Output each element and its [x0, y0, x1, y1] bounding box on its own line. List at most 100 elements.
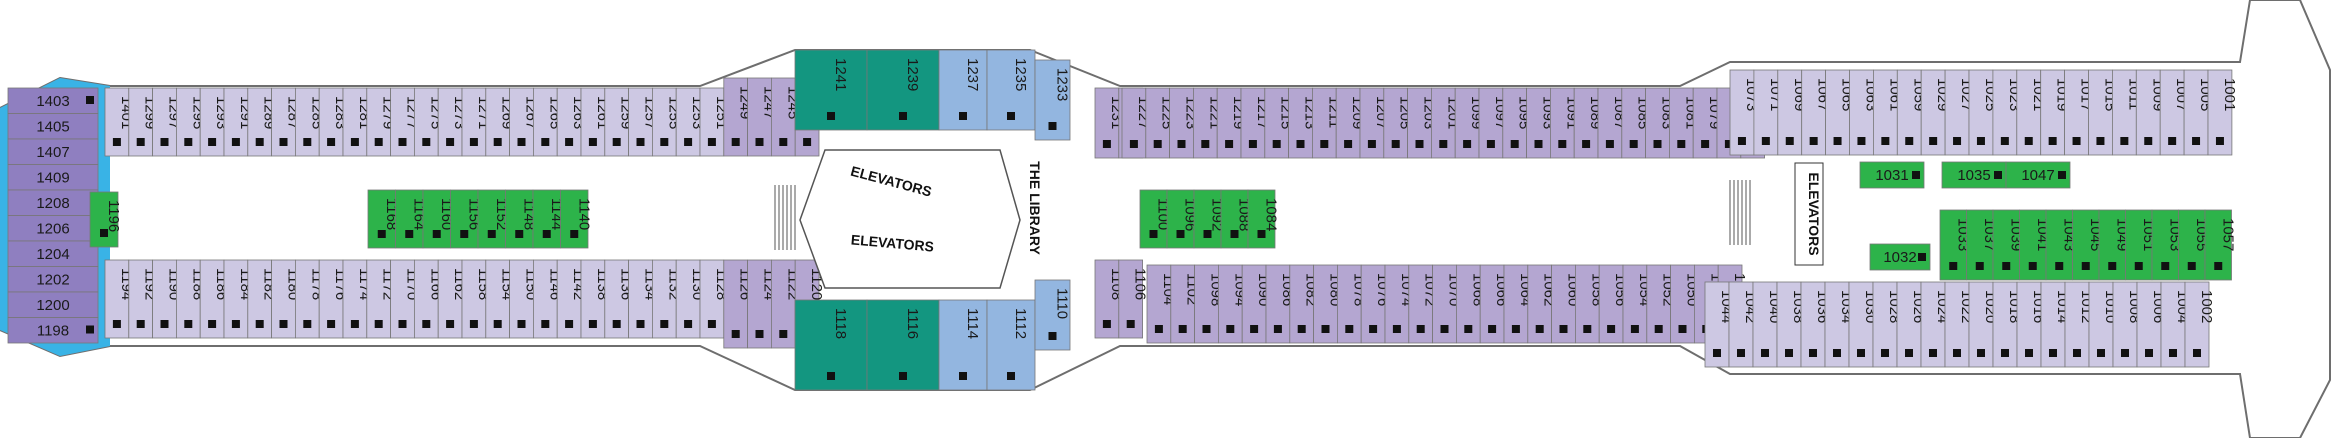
- balcony-marker: [1345, 325, 1354, 333]
- cabin-1148[interactable]: 1148: [505, 189, 538, 249]
- cabin-1156[interactable]: 1156: [450, 189, 483, 249]
- cabin-1200[interactable]: 1200: [7, 291, 99, 318]
- balcony-marker: [1415, 140, 1424, 148]
- cabin-1168[interactable]: 1168: [367, 189, 400, 249]
- cabin-fill: [7, 138, 99, 165]
- cabin-1057[interactable]: 1057: [2204, 209, 2236, 281]
- cabin-1122[interactable]: 1122: [771, 259, 801, 349]
- cabin-1112[interactable]: 1112: [986, 299, 1036, 391]
- cabin-1409[interactable]: 1409: [7, 164, 99, 191]
- balcony-marker: [1535, 325, 1544, 333]
- balcony-marker: [1761, 349, 1769, 357]
- balcony-marker: [1225, 140, 1234, 148]
- balcony-marker: [2002, 262, 2011, 270]
- balcony-marker: [636, 320, 645, 328]
- cabin-1176[interactable]: 1176: [318, 259, 349, 339]
- cabin-1032[interactable]: 1032: [1869, 243, 1931, 271]
- cabin-1178[interactable]: 1178: [294, 259, 325, 339]
- balcony-marker: [208, 138, 217, 146]
- cabin-1114[interactable]: 1114: [938, 299, 988, 391]
- cabin-number: 1206: [36, 220, 69, 237]
- cabin-1203[interactable]: 1203: [1407, 87, 1438, 159]
- balcony-marker: [1737, 137, 1746, 145]
- cabin-1237[interactable]: 1237: [938, 49, 988, 131]
- balcony-marker: [755, 330, 764, 338]
- cabin-1192[interactable]: 1192: [128, 259, 159, 339]
- cabin-1140[interactable]: 1140: [560, 189, 593, 249]
- balcony-marker: [374, 138, 383, 146]
- balcony-marker: [517, 320, 526, 328]
- cabin-1004[interactable]: 1004: [2160, 281, 2191, 368]
- cabin-1084[interactable]: 1084: [1247, 189, 1280, 249]
- cabin-1033[interactable]: 1033: [1939, 209, 1971, 281]
- cabin-1031[interactable]: 1031: [1859, 161, 1925, 189]
- cabin-1118[interactable]: 1118: [794, 299, 868, 391]
- balcony-marker: [1272, 140, 1281, 148]
- balcony-marker: [1048, 122, 1057, 130]
- cabin-1204[interactable]: 1204: [7, 240, 99, 267]
- balcony-marker: [1653, 140, 1662, 148]
- cabin-1116[interactable]: 1116: [866, 299, 940, 391]
- cabin-1206[interactable]: 1206: [7, 215, 99, 242]
- cabin-1010[interactable]: 1010: [2088, 281, 2119, 368]
- cabin-1035[interactable]: 1035: [1941, 161, 2007, 189]
- balcony-marker: [327, 138, 336, 146]
- cabin-1065[interactable]: 1065: [1825, 69, 1856, 156]
- cabin-1006[interactable]: 1006: [2136, 281, 2167, 368]
- cabin-1403[interactable]: 1403: [7, 87, 99, 114]
- balcony-marker: [160, 138, 169, 146]
- balcony-marker: [1226, 325, 1235, 333]
- balcony-marker: [1975, 262, 1984, 270]
- cabin-1160[interactable]: 1160: [422, 189, 455, 249]
- cabin-1164[interactable]: 1164: [395, 189, 428, 249]
- cabin-1208[interactable]: 1208: [7, 189, 99, 216]
- cabin-1233[interactable]: 1233: [1034, 59, 1071, 141]
- cabin-1106[interactable]: 1106: [1118, 259, 1149, 339]
- cabin-1027[interactable]: 1027: [1944, 69, 1975, 156]
- balcony-marker: [2134, 262, 2143, 270]
- cabin-1241[interactable]: 1241: [794, 49, 868, 131]
- cabin-number: 1407: [36, 144, 69, 161]
- balcony-marker: [1724, 140, 1733, 148]
- balcony-marker: [1881, 137, 1890, 145]
- balcony-marker: [1629, 140, 1638, 148]
- cabin-1202[interactable]: 1202: [7, 266, 99, 293]
- cabin-number: 1047: [2021, 167, 2054, 184]
- cabin-fill: [938, 49, 988, 131]
- cabin-1213[interactable]: 1213: [1288, 87, 1319, 159]
- cabin-1144[interactable]: 1144: [532, 189, 565, 249]
- cabin-number: 1405: [36, 118, 69, 135]
- cabin-1016[interactable]: 1016: [2016, 281, 2047, 368]
- cabin-1198[interactable]: 1198: [7, 317, 99, 344]
- cabin-1021[interactable]: 1021: [2016, 69, 2047, 156]
- cabin-fill: [89, 191, 119, 248]
- cabin-1235[interactable]: 1235: [986, 49, 1036, 131]
- cabin-1099[interactable]: 1099: [1454, 87, 1485, 159]
- cabin-1407[interactable]: 1407: [7, 138, 99, 165]
- cabin-1030[interactable]: 1030: [1848, 281, 1879, 368]
- balcony-marker: [1761, 137, 1770, 145]
- cabin-1196[interactable]: 1196: [89, 191, 122, 248]
- cabin-1047[interactable]: 1047: [2005, 161, 2071, 189]
- cabin-1405[interactable]: 1405: [7, 113, 99, 140]
- cabin-fill: [422, 189, 451, 249]
- cabin-1152[interactable]: 1152: [477, 189, 510, 249]
- cabin-1239[interactable]: 1239: [866, 49, 940, 131]
- balcony-marker: [684, 320, 693, 328]
- cabin-1001[interactable]: 1001: [2207, 69, 2238, 156]
- balcony-marker: [422, 320, 431, 328]
- cabin-1002[interactable]: 1002: [2184, 281, 2215, 368]
- cabin-1036[interactable]: 1036: [1800, 281, 1831, 368]
- balcony-marker: [731, 330, 740, 338]
- balcony-marker: [779, 138, 788, 146]
- cabin-1014[interactable]: 1014: [2040, 281, 2071, 368]
- cabin-1110[interactable]: 1110: [1034, 279, 1071, 351]
- balcony-marker: [684, 138, 693, 146]
- balcony-marker: [1677, 140, 1686, 148]
- balcony-marker: [136, 138, 145, 146]
- cabin-1049[interactable]: 1049: [2098, 209, 2130, 281]
- balcony-marker: [2055, 262, 2064, 270]
- balcony-marker: [570, 230, 579, 238]
